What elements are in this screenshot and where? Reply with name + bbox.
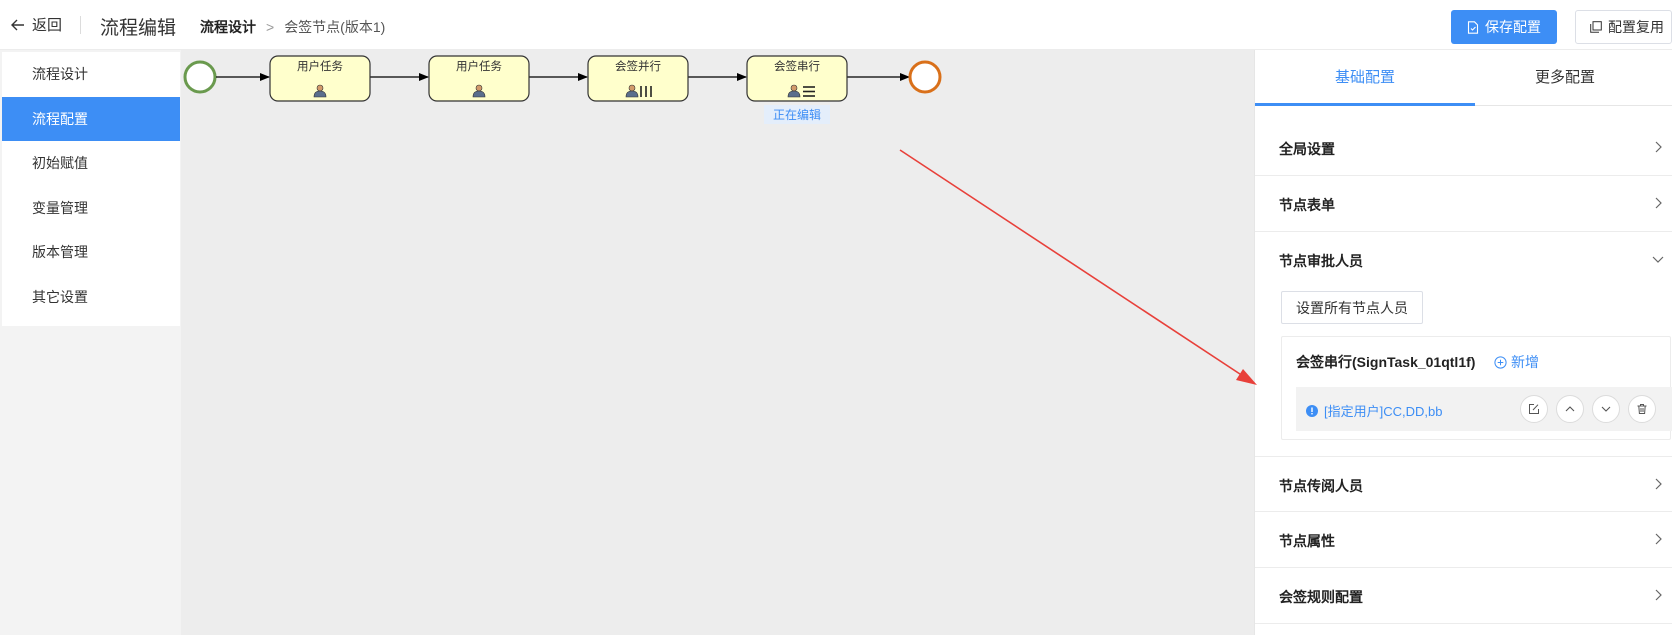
task-node-label: 用户任务 [297,59,343,73]
user-icon [625,84,639,98]
task-node-label: 会签串行 [774,59,820,73]
sidebar-item-flow-config[interactable]: 流程配置 [2,96,180,142]
section-countersign-rules[interactable]: 会签规则配置 [1255,568,1672,624]
copy-icon [1590,21,1602,33]
chevron-right-icon [1655,533,1662,545]
flow-canvas[interactable]: 用户任务 用户任务 会签并行 [181,50,1254,635]
delete-approver-button[interactable] [1628,395,1656,423]
set-all-node-approvers-button[interactable]: 设置所有节点人员 [1281,291,1423,324]
chevron-right-icon [1655,197,1662,209]
breadcrumb-separator: > [266,19,275,35]
reuse-config-label: 配置复用 [1608,19,1664,35]
editing-badge-label: 正在编辑 [773,107,821,122]
edit-approver-button[interactable] [1520,395,1548,423]
move-up-button[interactable] [1556,395,1584,423]
task-node[interactable]: 会签并行 [587,55,689,102]
task-node[interactable]: 用户任务 [428,55,530,102]
chevron-right-icon [1655,478,1662,490]
section-node-approvers-title: 节点审批人员 [1279,253,1363,269]
add-approver-button[interactable]: 新增 [1494,352,1539,372]
user-icon [787,84,801,98]
chevron-right-icon [1655,141,1662,153]
editing-badge: 正在编辑 [764,105,830,124]
tab-basic-config[interactable]: 基础配置 [1334,69,1395,86]
edit-icon [1529,404,1539,414]
approver-node-card: 会签串行(SignTask_01qtl1f) 新增 [指定用户]CC,DD,bb [1281,336,1672,440]
back-label: 返回 [32,17,63,34]
section-global-settings-title: 全局设置 [1279,141,1335,157]
user-icon [472,84,486,98]
add-approver-label: 新增 [1511,354,1539,370]
sidebar: 流程设计 流程配置 初始赋值 变量管理 版本管理 其它设置 [0,50,181,635]
save-config-button[interactable]: 保存配置 [1451,10,1557,44]
task-node-label: 会签并行 [615,59,661,73]
sidebar-item-flow-design[interactable]: 流程设计 [32,66,88,82]
breadcrumb: 流程设计 > 会签节点(版本1) [200,17,385,37]
sidebar-item-other-settings[interactable]: 其它设置 [32,288,88,305]
task-node[interactable]: 会签串行 [746,55,848,102]
app-title: 流程编辑 [100,18,177,39]
section-node-cc[interactable]: 节点传阅人员 [1255,456,1672,512]
user-icon [313,84,327,98]
breadcrumb-current[interactable]: 流程设计 [200,19,256,35]
flow-diagram: 用户任务 用户任务 会签并行 [183,55,942,124]
section-node-properties[interactable]: 节点属性 [1255,512,1672,568]
move-down-button[interactable] [1592,395,1620,423]
approver-rule-text: [指定用户]CC,DD,bb [1324,404,1443,419]
section-global-settings[interactable]: 全局设置 [1255,120,1672,176]
arrow-left-icon [11,19,24,30]
save-config-label: 保存配置 [1485,19,1541,35]
sidebar-menu: 流程设计 流程配置 初始赋值 变量管理 版本管理 其它设置 [2,52,180,326]
breadcrumb-page: 会签节点(版本1) [284,19,386,35]
header-divider [80,16,81,34]
section-node-form-title: 节点表单 [1279,197,1335,213]
info-circle-icon [1306,404,1318,417]
tab-active-indicator [1255,103,1475,106]
task-node[interactable]: 用户任务 [269,55,371,102]
section-node-cc-title: 节点传阅人员 [1279,478,1363,494]
section-countersign-rules-title: 会签规则配置 [1279,589,1363,605]
section-node-approvers[interactable]: 节点审批人员 [1255,232,1672,288]
reuse-config-button[interactable]: 配置复用 [1575,10,1672,44]
section-node-properties-title: 节点属性 [1279,533,1335,549]
chevron-down-icon [1652,256,1664,263]
section-node-form[interactable]: 节点表单 [1255,176,1672,232]
plus-circle-icon [1494,355,1507,369]
parallel-multi-instance-icon [640,86,652,97]
sidebar-item-versions[interactable]: 版本管理 [32,244,88,261]
back-button[interactable]: 返回 [10,14,62,35]
chevron-up-icon [1565,406,1575,412]
sequential-multi-instance-icon [803,86,815,97]
end-event[interactable] [908,60,942,94]
config-panel: 基础配置 更多配置 全局设置 节点表单 节点审批人员 设置所有节点人员 会签串行… [1254,50,1672,635]
sidebar-item-initial-values[interactable]: 初始赋值 [32,155,88,172]
approver-rule-row: [指定用户]CC,DD,bb [1296,387,1672,431]
chevron-right-icon [1655,589,1662,601]
header: 返回 流程编辑 流程设计 > 会签节点(版本1) 保存配置 配置复用 [0,0,1672,50]
start-event[interactable] [183,60,217,94]
chevron-down-icon [1601,406,1611,412]
trash-icon [1637,404,1647,414]
task-node-label: 用户任务 [456,59,502,73]
tab-more-config[interactable]: 更多配置 [1534,69,1595,86]
sidebar-item-variables[interactable]: 变量管理 [32,199,88,216]
approver-rule[interactable]: [指定用户]CC,DD,bb [1306,401,1442,420]
config-tabs: 基础配置 更多配置 [1255,50,1672,106]
approver-node-title: 会签串行(SignTask_01qtl1f) [1296,354,1476,370]
save-file-icon [1467,20,1479,34]
